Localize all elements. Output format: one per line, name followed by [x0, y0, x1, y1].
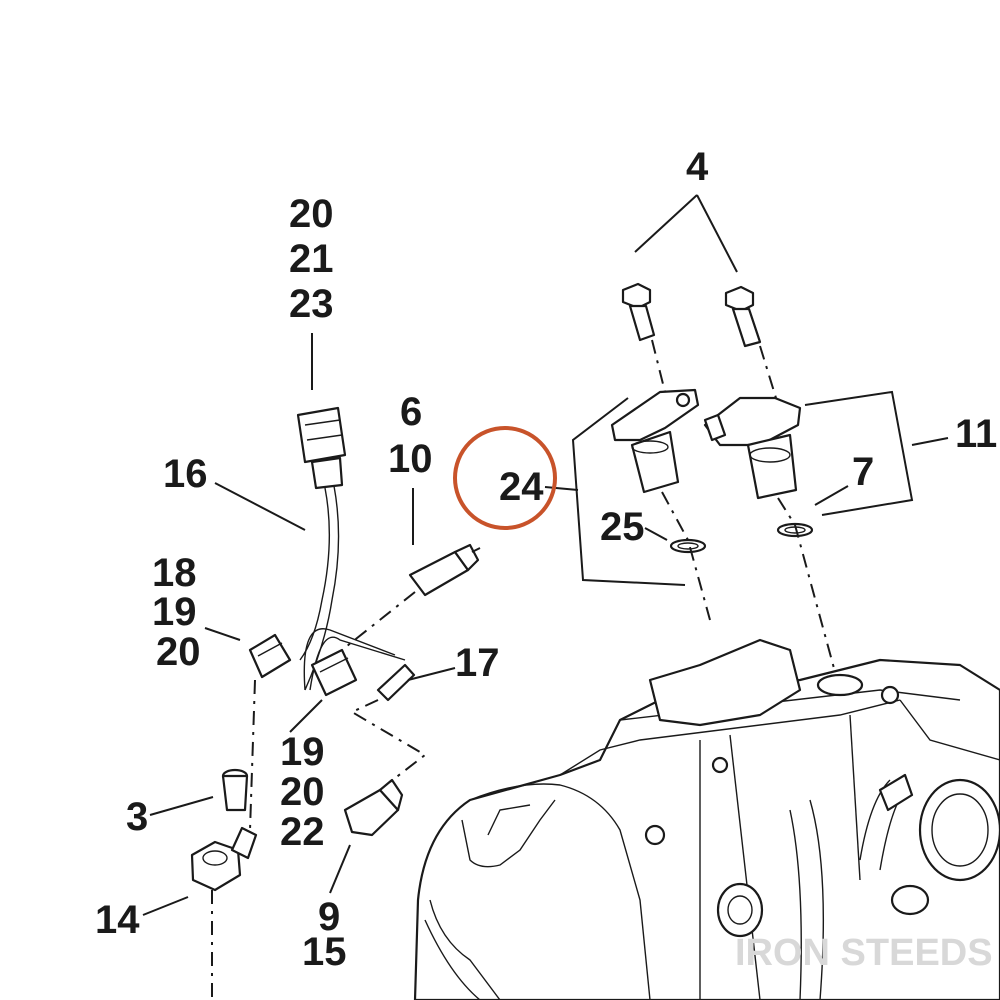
bolt-right	[724, 285, 762, 348]
plug-17	[376, 663, 416, 702]
engine-housing	[413, 638, 1000, 1000]
callout-9: 9	[318, 895, 340, 939]
callout-22: 22	[280, 810, 325, 854]
connector-19-20-22	[310, 648, 358, 697]
highlight-circle	[453, 426, 557, 530]
bolt-left	[621, 282, 656, 342]
sensor-6-10	[408, 543, 481, 597]
callout-19-left: 19	[152, 590, 197, 634]
callout-24: 24	[499, 465, 544, 509]
callout-15: 15	[302, 930, 347, 974]
harness-connector	[296, 406, 347, 490]
callout-25: 25	[600, 505, 645, 549]
callout-14: 14	[95, 898, 140, 942]
callout-4: 4	[686, 145, 709, 189]
connector-18-19-20	[248, 633, 292, 679]
sensor-9-15	[343, 778, 404, 837]
callout-21: 21	[289, 237, 334, 281]
callout-10: 10	[388, 437, 433, 481]
leader-lines	[142, 194, 949, 916]
o-ring-left	[669, 538, 707, 554]
callout-17: 17	[455, 641, 500, 685]
callout-18: 18	[152, 551, 197, 595]
sensor-right	[703, 396, 802, 500]
watermark-text: IRON STEEDS	[735, 932, 993, 974]
callout-11: 11	[955, 412, 997, 456]
callout-20-top: 20	[289, 192, 334, 236]
callout-7: 7	[852, 450, 874, 494]
callout-20-left: 20	[156, 630, 201, 674]
callout-6: 6	[400, 390, 422, 434]
bracket-14	[190, 826, 258, 892]
assembly-dashed-lines	[211, 339, 836, 1000]
bolt-3	[221, 768, 249, 812]
callout-labels: 4 20 21 23 6 10 24 11 7 16 25 18 19 20 1…	[95, 145, 997, 974]
harness-wire-3	[303, 628, 396, 691]
callout-20-lower: 20	[280, 770, 325, 814]
harness-wire-4	[309, 636, 406, 691]
harness-wire-1	[299, 487, 331, 661]
callout-3: 3	[126, 795, 148, 839]
callout-16: 16	[163, 452, 208, 496]
callout-23: 23	[289, 282, 334, 326]
o-ring-left-inner	[677, 542, 699, 550]
sensor-left	[610, 388, 700, 494]
callout-19-lower: 19	[280, 730, 325, 774]
